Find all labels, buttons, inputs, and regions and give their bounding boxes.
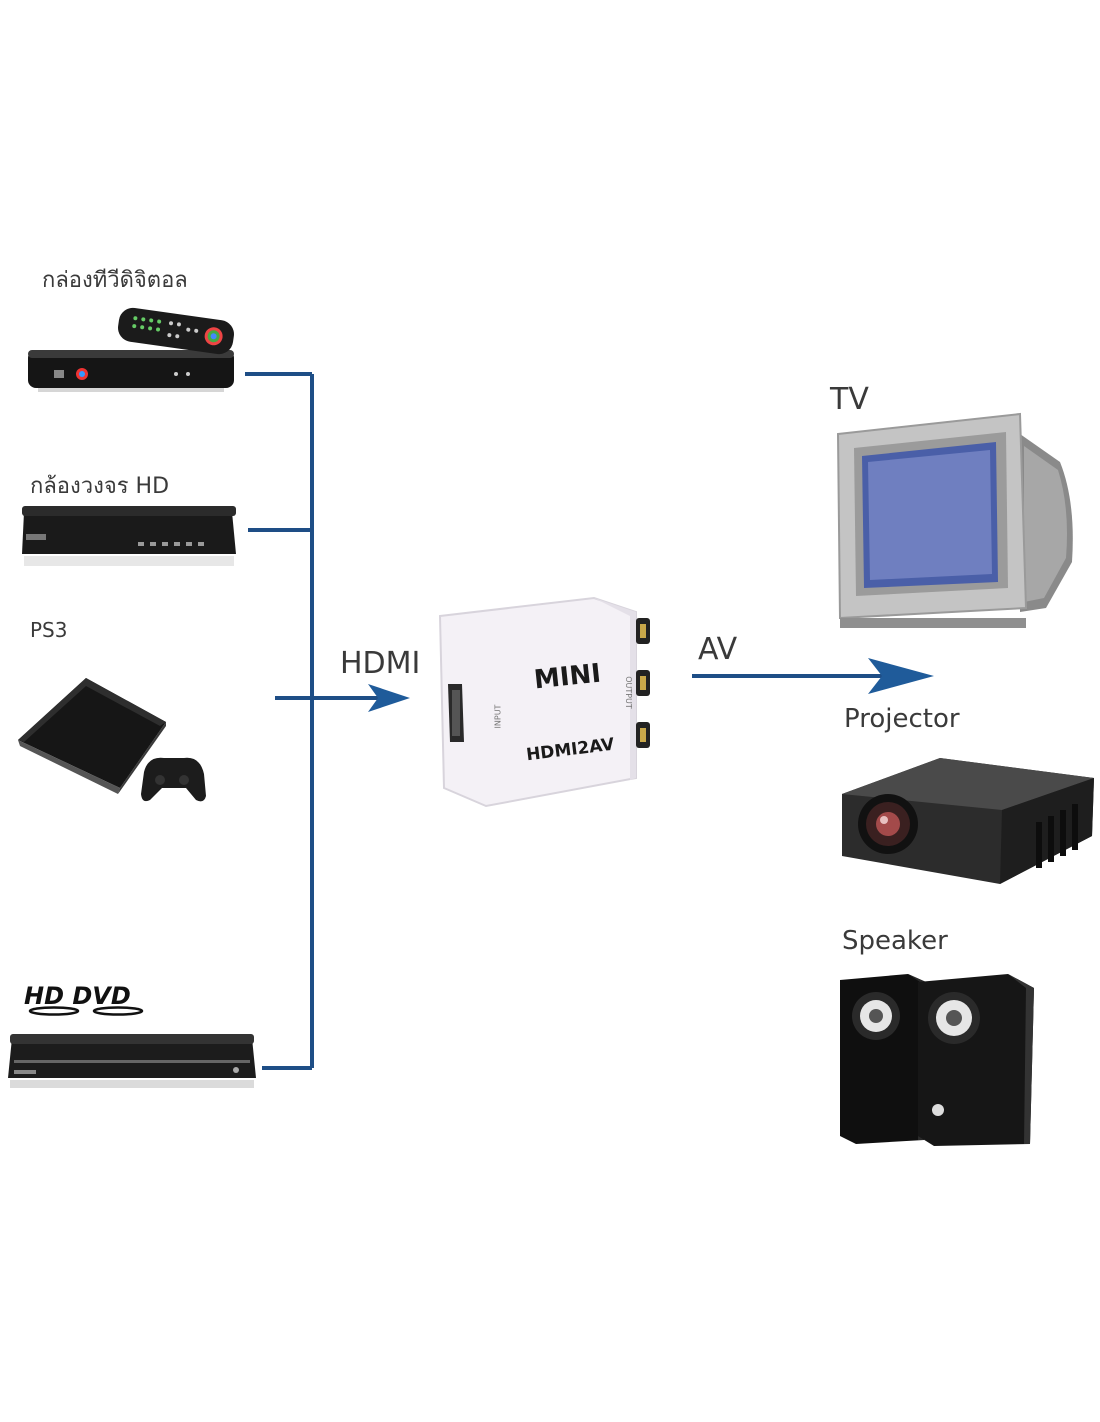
hdmi-arrow <box>275 684 410 712</box>
output-label-speaker: Speaker <box>842 926 948 956</box>
source-label-set-top-box: กล่องทีวีดิจิตอล <box>42 268 188 293</box>
projector-icon <box>842 758 1094 884</box>
gamepad-icon <box>141 757 206 802</box>
converter-box-icon <box>438 596 650 808</box>
converter-input-port-label: INPUT <box>493 704 503 729</box>
output-label-tv: TV <box>830 382 869 417</box>
game-console-icon <box>18 678 166 794</box>
dvr-icon <box>22 506 236 566</box>
tv-icon <box>836 412 1073 628</box>
speaker-icon <box>840 974 1034 1146</box>
dvd-player-icon <box>8 1034 256 1088</box>
set-top-box-icon <box>28 350 234 392</box>
source-label-cctv-dvr: กล้องวงจร HD <box>30 474 170 499</box>
av-arrow <box>692 658 934 694</box>
source-label-ps3: PS3 <box>30 618 68 642</box>
hd-dvd-logo-text: HD DVD <box>24 982 131 1010</box>
converter-output-port-label: OUTPUT <box>623 676 633 709</box>
hdmi-label: HDMI <box>340 646 421 681</box>
av-label: AV <box>698 632 738 667</box>
remote-icon <box>118 307 234 355</box>
output-label-projector: Projector <box>844 704 960 734</box>
hd-dvd-logo: HD DVD <box>24 982 144 1016</box>
